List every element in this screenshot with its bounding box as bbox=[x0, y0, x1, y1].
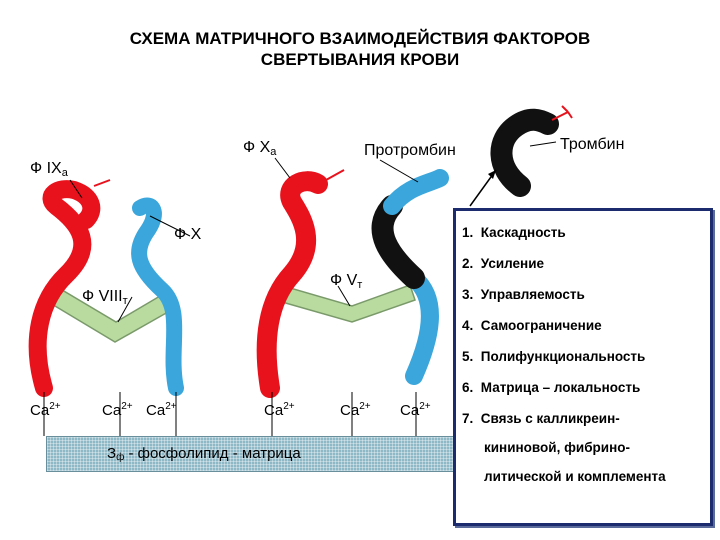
label-thrombin: Тромбин bbox=[560, 136, 624, 154]
conversion-arrowhead bbox=[488, 170, 496, 179]
calcium-label: Ca2+ bbox=[30, 401, 61, 419]
property-item: 5. Полифункциональность bbox=[462, 349, 645, 364]
prothrombin-blue-head bbox=[392, 178, 440, 206]
property-item: 6. Матрица – локальность bbox=[462, 380, 640, 395]
label-f10: Ф X bbox=[174, 226, 201, 244]
calcium-label: Ca2+ bbox=[340, 401, 371, 419]
property-item: 4. Самоограничение bbox=[462, 318, 602, 333]
label-f9a: Ф IXа bbox=[30, 160, 68, 179]
property-item-continuation: литической и комплемента bbox=[462, 469, 666, 484]
thrombin-black-snake bbox=[501, 120, 548, 186]
property-item: 2. Усиление bbox=[462, 256, 544, 271]
label-prothrombin: Протромбин bbox=[364, 142, 456, 160]
thrombin-tongue bbox=[552, 106, 572, 120]
calcium-label: Ca2+ bbox=[264, 401, 295, 419]
label-f10a: Ф Xа bbox=[243, 139, 276, 158]
property-item: 7. Связь с калликреин- кининовой, фибрин… bbox=[462, 411, 666, 484]
matrix-label: Зф - фосфолипид - матрица bbox=[107, 445, 301, 463]
label-f5t: Ф Vт bbox=[330, 272, 362, 291]
prothrombin-black-body bbox=[383, 206, 414, 278]
property-item-continuation: кининовой, фибрино- bbox=[462, 440, 666, 455]
prothrombin-blue-tail bbox=[414, 278, 430, 376]
calcium-label: Ca2+ bbox=[146, 401, 177, 419]
calcium-label: Ca2+ bbox=[400, 401, 431, 419]
f9a-tongue bbox=[94, 180, 110, 186]
property-item: 1. Каскадность bbox=[462, 225, 566, 240]
properties-panel: 1. Каскадность 2. Усиление 3. Управляемо… bbox=[453, 208, 713, 526]
calcium-label: Ca2+ bbox=[102, 401, 133, 419]
phospholipid-matrix: Зф - фосфолипид - матрица bbox=[46, 436, 456, 472]
f10-blue-snake bbox=[139, 205, 176, 388]
label-f8t: Ф VIIIт bbox=[82, 288, 128, 307]
f10a-tongue bbox=[326, 170, 344, 180]
f10a-red-snake bbox=[267, 181, 318, 388]
property-item: 3. Управляемость bbox=[462, 287, 585, 302]
